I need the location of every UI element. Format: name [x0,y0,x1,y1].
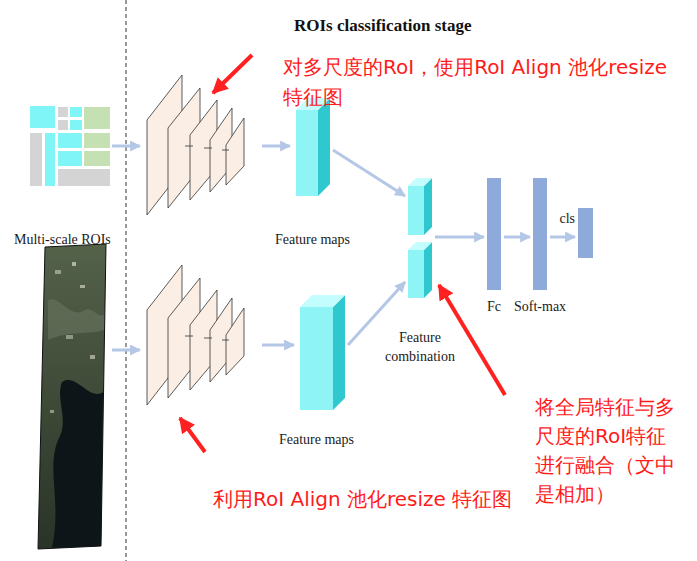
feature-map-block: Feature maps [300,295,345,410]
art-part [439,285,505,395]
feature-stack [147,265,244,405]
art-part [185,146,193,147]
softmax-layer-shape [533,178,547,290]
roi-box [58,107,68,117]
cube-top [408,178,432,186]
art-part [80,285,85,288]
roi-box [84,107,110,129]
cube-side [424,242,432,298]
flow-connector [333,150,405,196]
annotation-note: 利用RoI Align 池化resize 特征图 [213,484,512,514]
feature-combination-block-shape [408,178,432,298]
art-part [222,340,229,341]
fc-layer-shape [487,178,501,290]
art-part [55,270,61,274]
node-label: cls [559,210,575,227]
art-part [185,336,193,337]
roi-box [84,133,110,148]
roi-box [30,133,42,186]
art-part [90,355,95,359]
roi-grid: Multi-scale ROIs [30,106,110,186]
feature-map-block: Feature maps [296,98,330,196]
art-part [226,308,244,375]
feature-map-block-shape [296,98,330,196]
node-label: Fc [487,298,501,315]
flow-connector [435,236,484,239]
art-part [66,335,73,339]
cls-output-shape [578,208,593,258]
feature-combination-block: Feature combination [408,178,432,298]
roi-grid-shape [30,106,110,186]
red-pointer [180,55,505,452]
cube-side [424,178,432,235]
fc-layer: Fc [487,178,501,290]
art-part [72,262,76,266]
roi-box [58,169,110,186]
layer-bar [487,178,501,290]
cube-top [408,242,432,250]
node-label: Feature maps [279,431,354,448]
flow-arrow [112,146,294,350]
cube-front [300,307,333,410]
art-part [226,118,244,185]
art-part [222,150,229,151]
divider-line [126,0,127,561]
art-part [204,338,212,339]
annotation-note: 对多尺度的RoI，使用RoI Align 池化resize 特征图 [283,52,688,112]
node-label: Soft-max [514,298,566,315]
node-label: Multi-scale ROIs [14,231,111,248]
art-part [38,244,106,549]
art-part [262,145,290,148]
feature-map-block-shape [300,295,345,410]
art-part [112,145,140,148]
cube-side [318,98,330,196]
layer-bar [533,178,547,290]
art-part [50,410,54,413]
node-label: Feature combination [370,328,470,366]
art-part [112,349,140,352]
flow-connector [550,236,575,239]
cube-front [408,250,424,298]
cube-top [300,295,345,307]
roi-box [70,120,82,130]
flow-connector [504,236,530,239]
cube-front [296,110,318,196]
diagram-title: ROIs classification stage [294,16,472,36]
art-part [48,299,104,340]
art-part [52,380,103,548]
roi-box [84,151,110,166]
art-part [213,55,252,93]
cls-output: cls [578,208,593,258]
annotation-note: 将全局特征与多尺度的RoI特征进行融合（文中是相加） [535,393,685,509]
roi-box [70,107,82,117]
flow-connector [348,282,405,345]
roi-box [45,133,55,186]
node-label: Feature maps [275,231,350,248]
layer-bar [578,208,593,258]
art-part [180,418,205,452]
art-part [262,344,294,347]
softmax-layer: Soft-max [533,178,547,290]
roi-box [58,133,82,148]
roi-box [58,120,68,130]
art-part [204,148,212,149]
roi-box [30,106,55,128]
satellite-image [38,244,106,549]
cube-front [408,186,424,235]
feature-stack [147,75,244,215]
cube-side [333,295,345,410]
roi-box [58,151,82,166]
